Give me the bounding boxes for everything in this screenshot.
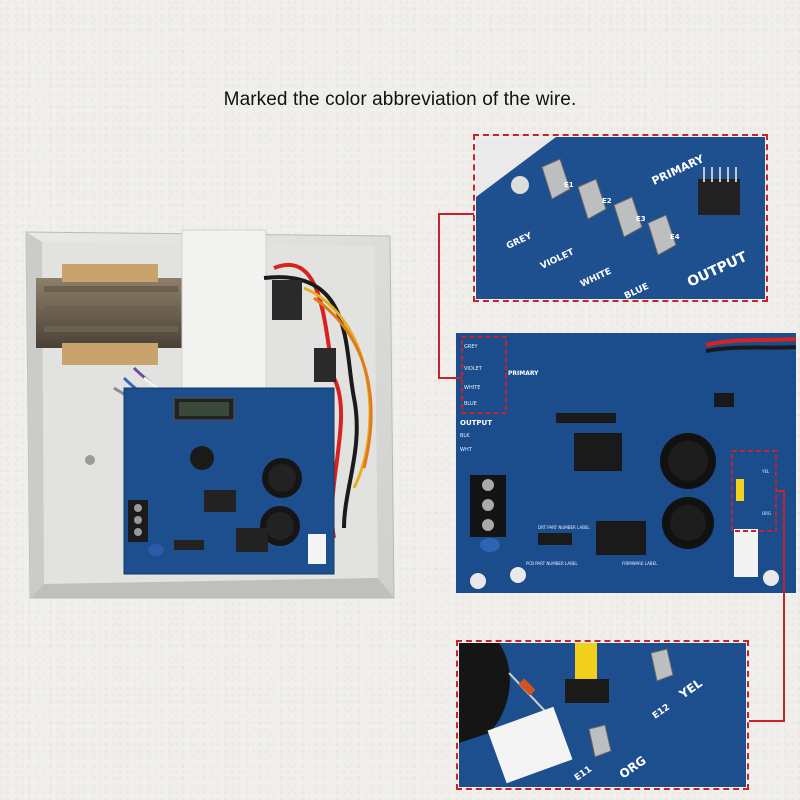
board-label-yel: YEL [761,469,770,474]
top-label-e1: E1 [564,181,574,189]
board-label-org: ORG [762,511,771,516]
board-label-blue: BLUE [464,401,477,407]
board-label-violet: VIOLET [464,366,483,372]
connector-bottom-to-board [776,490,785,492]
board-label-primary: PRIMARY [508,370,539,377]
caption: Marked the color abbreviation of the wir… [223,89,577,110]
top-zoom-frame [473,134,768,302]
top-label-e2: E2 [602,197,612,205]
connector-top-to-board [438,377,462,379]
board-label-output: OUTPUT [460,419,492,427]
top-label-e3: E3 [636,215,646,223]
board-label-white: WHITE [464,385,480,391]
connector-top-horizontal [438,213,474,215]
board-closeup-photo: GREY VIOLET WHITE BLUE PRIMARY OUTPUT BL… [456,333,796,593]
connector-bottom-horizontal [749,720,785,722]
connector-top-vertical [438,213,440,379]
bottom-zoom-photo: YEL ORG E12 E11 [459,643,746,787]
top-zoom-photo: GREY VIOLET WHITE BLUE PRIMARY E1 E2 E3 … [476,137,765,299]
board-label-grey: GREY [464,344,479,350]
board-label-pcb-part-number: PCB PART NUMBER LABEL [526,561,578,566]
connector-bottom-vertical [783,490,785,722]
board-label-firmware: FIRMWARE LABEL [622,561,658,566]
board-label-blk: BLK [460,433,470,439]
board-label-wht: WHT [460,447,473,453]
enclosure-photo [25,229,395,599]
bottom-zoom-frame [456,640,749,790]
board-label-part-number: DRT PART NUMBER LABEL [538,525,590,530]
top-label-e4: E4 [670,233,680,241]
